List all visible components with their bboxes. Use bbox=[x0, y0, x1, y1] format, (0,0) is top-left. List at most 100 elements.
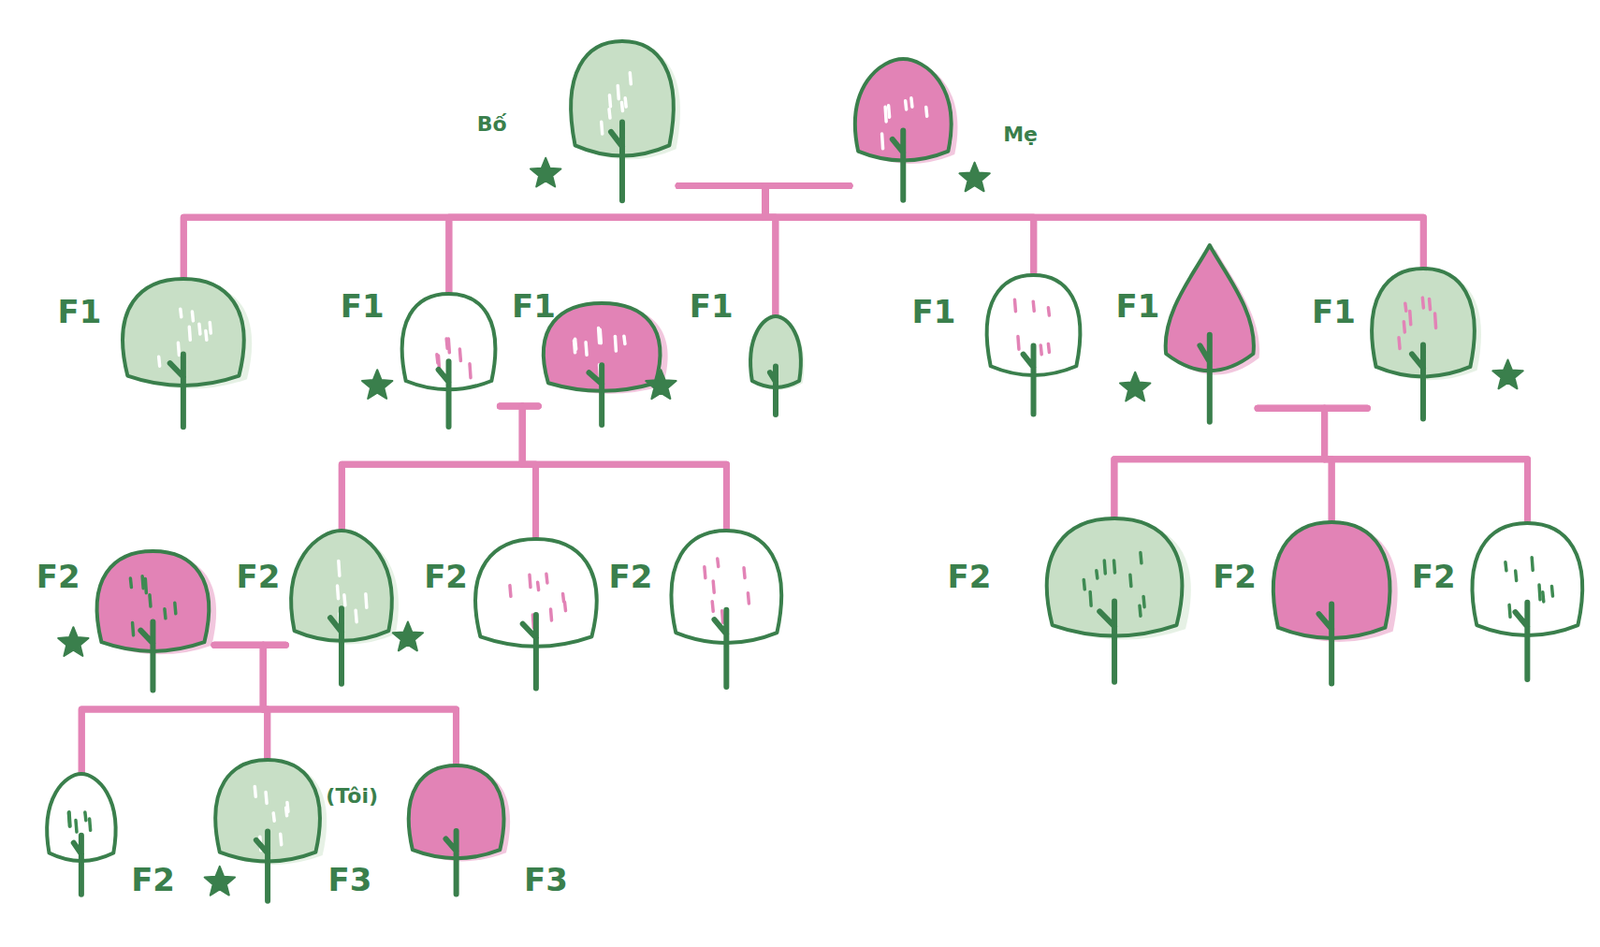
tree-trunk bbox=[892, 130, 903, 201]
star-mark bbox=[392, 622, 423, 652]
generation-label: F2 bbox=[1212, 560, 1257, 593]
leaf-mark bbox=[911, 98, 913, 107]
leaf-mark bbox=[601, 121, 603, 134]
family-connector bbox=[262, 644, 456, 766]
leaf-mark bbox=[344, 595, 346, 606]
tree-trunk bbox=[589, 364, 603, 425]
leaf-mark bbox=[1531, 557, 1533, 571]
tree-trunk bbox=[522, 614, 536, 688]
leaf-mark bbox=[1515, 570, 1517, 582]
leaf-mark bbox=[1509, 605, 1511, 618]
family-connector bbox=[1257, 407, 1528, 524]
leaf-mark bbox=[1410, 310, 1411, 324]
leaf-mark bbox=[1048, 344, 1050, 353]
generation-label: F2 bbox=[947, 560, 992, 593]
tree-drawing bbox=[397, 293, 500, 429]
leaf-mark bbox=[550, 609, 552, 621]
leaf-mark bbox=[149, 595, 151, 607]
generation-label: F1 bbox=[340, 290, 385, 322]
leaf-mark bbox=[355, 610, 357, 622]
leaf-mark bbox=[564, 601, 566, 611]
generation-label: F1 bbox=[511, 290, 556, 322]
star-mark bbox=[58, 626, 88, 656]
family-connector bbox=[522, 406, 727, 531]
leaf-mark bbox=[1083, 580, 1085, 590]
leaf-mark bbox=[287, 802, 289, 813]
leaf-mark bbox=[1140, 552, 1142, 564]
tree-node: F2 bbox=[285, 530, 398, 686]
family-connector bbox=[341, 406, 539, 531]
leaf-mark bbox=[748, 593, 750, 604]
tree-node: Mẹ bbox=[849, 58, 958, 203]
tree-trunk bbox=[714, 610, 728, 687]
family-connector bbox=[81, 644, 286, 773]
generation-label: F1 bbox=[911, 295, 956, 328]
leaf-mark bbox=[1113, 560, 1115, 573]
generation-label: Mẹ bbox=[1003, 124, 1038, 146]
tree-drawing bbox=[1040, 518, 1189, 684]
leaf-mark bbox=[469, 363, 471, 379]
leaf-mark bbox=[1404, 320, 1406, 332]
tree-trunk bbox=[330, 608, 342, 684]
tree-node: F1 bbox=[747, 316, 804, 417]
generation-label: (Tôi) bbox=[325, 785, 379, 807]
star-mark bbox=[203, 866, 234, 896]
tree-drawing bbox=[43, 773, 120, 897]
family-connector bbox=[765, 185, 850, 317]
tree-node: F2 bbox=[469, 538, 603, 690]
family-connector bbox=[1257, 407, 1332, 523]
leaf-mark bbox=[337, 585, 339, 599]
tree-trunk bbox=[170, 353, 184, 427]
tree-drawing bbox=[91, 551, 215, 692]
tree-drawing bbox=[538, 303, 666, 427]
leaf-mark bbox=[164, 609, 166, 619]
tree-node: F1 bbox=[1367, 268, 1480, 421]
tree-node: F2 bbox=[1267, 522, 1396, 685]
leaf-mark bbox=[630, 72, 632, 84]
generation-label: F2 bbox=[1411, 560, 1456, 593]
generation-label: F2 bbox=[130, 863, 175, 896]
tree-trunk bbox=[1411, 344, 1424, 419]
leaf-mark bbox=[446, 338, 448, 349]
tree-trunk bbox=[1515, 602, 1528, 680]
leaf-mark bbox=[722, 610, 724, 624]
leaf-mark bbox=[1435, 313, 1437, 328]
tree-drawing bbox=[1367, 268, 1480, 421]
tree-trunk bbox=[770, 366, 776, 415]
leaf-mark bbox=[1104, 560, 1106, 574]
leaf-mark bbox=[562, 593, 564, 601]
leaf-mark bbox=[1539, 585, 1541, 601]
leaf-mark bbox=[174, 602, 176, 613]
leaf-mark bbox=[743, 567, 745, 579]
family-connector bbox=[214, 644, 268, 760]
generation-label: F2 bbox=[423, 560, 468, 593]
leaf-mark bbox=[609, 108, 611, 117]
leaf-mark bbox=[130, 578, 132, 587]
leaf-mark bbox=[887, 105, 889, 117]
leaf-mark bbox=[1405, 303, 1407, 311]
generation-label: F1 bbox=[1311, 295, 1356, 328]
tree-node: (Tôi)F3 bbox=[210, 759, 325, 903]
family-connector bbox=[765, 185, 1034, 276]
tree-trunk bbox=[1099, 601, 1115, 683]
leaf-mark bbox=[85, 812, 87, 821]
leaf-mark bbox=[279, 834, 281, 846]
tree-trunk bbox=[438, 361, 450, 427]
tree-node: F1 bbox=[538, 303, 666, 427]
tree-trunk bbox=[445, 830, 456, 895]
leaf-mark bbox=[885, 107, 887, 123]
tree-drawing bbox=[1467, 523, 1588, 682]
leaf-mark bbox=[1096, 570, 1098, 579]
leaf-mark bbox=[69, 811, 71, 826]
tree-trunk bbox=[73, 834, 82, 894]
leaf-mark bbox=[622, 101, 624, 111]
leaf-mark bbox=[1015, 300, 1017, 312]
leaf-mark bbox=[529, 574, 531, 587]
family-connector bbox=[678, 185, 1034, 276]
family-connector bbox=[449, 185, 766, 294]
leaf-mark bbox=[537, 581, 539, 590]
leaf-mark bbox=[460, 349, 462, 361]
tree-drawing bbox=[1267, 522, 1396, 685]
leaf-mark bbox=[338, 561, 340, 577]
